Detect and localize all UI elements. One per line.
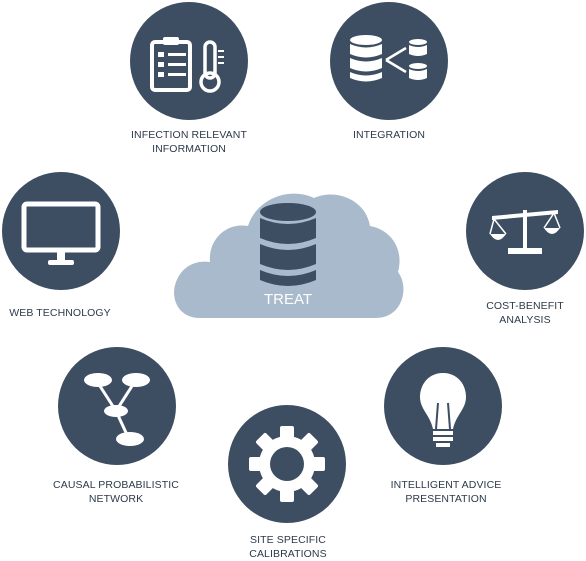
site-specific-node: [228, 405, 346, 523]
monitor-icon: [21, 201, 101, 265]
clipboard-thermometer-icon: [150, 37, 224, 93]
integration-node: [330, 2, 448, 120]
infection-info-node: [130, 2, 248, 120]
database-network-icon: [350, 35, 427, 82]
treat-cloud: TREAT: [174, 193, 404, 318]
intelligent-advice-node: [384, 347, 502, 465]
causal-network-node: [58, 347, 176, 465]
cost-benefit-node: [466, 172, 584, 290]
treat-label: TREAT: [264, 291, 312, 308]
integration-label: INTEGRATION: [352, 129, 426, 141]
web-technology-label: WEB TECHNOLOGY: [9, 307, 111, 319]
lightbulb-icon: [420, 373, 466, 447]
database-icon: [260, 203, 316, 286]
web-technology-node: [2, 172, 120, 290]
scales-icon: [489, 210, 561, 254]
network-graph-icon: [84, 373, 150, 446]
gear-icon: [249, 426, 325, 502]
